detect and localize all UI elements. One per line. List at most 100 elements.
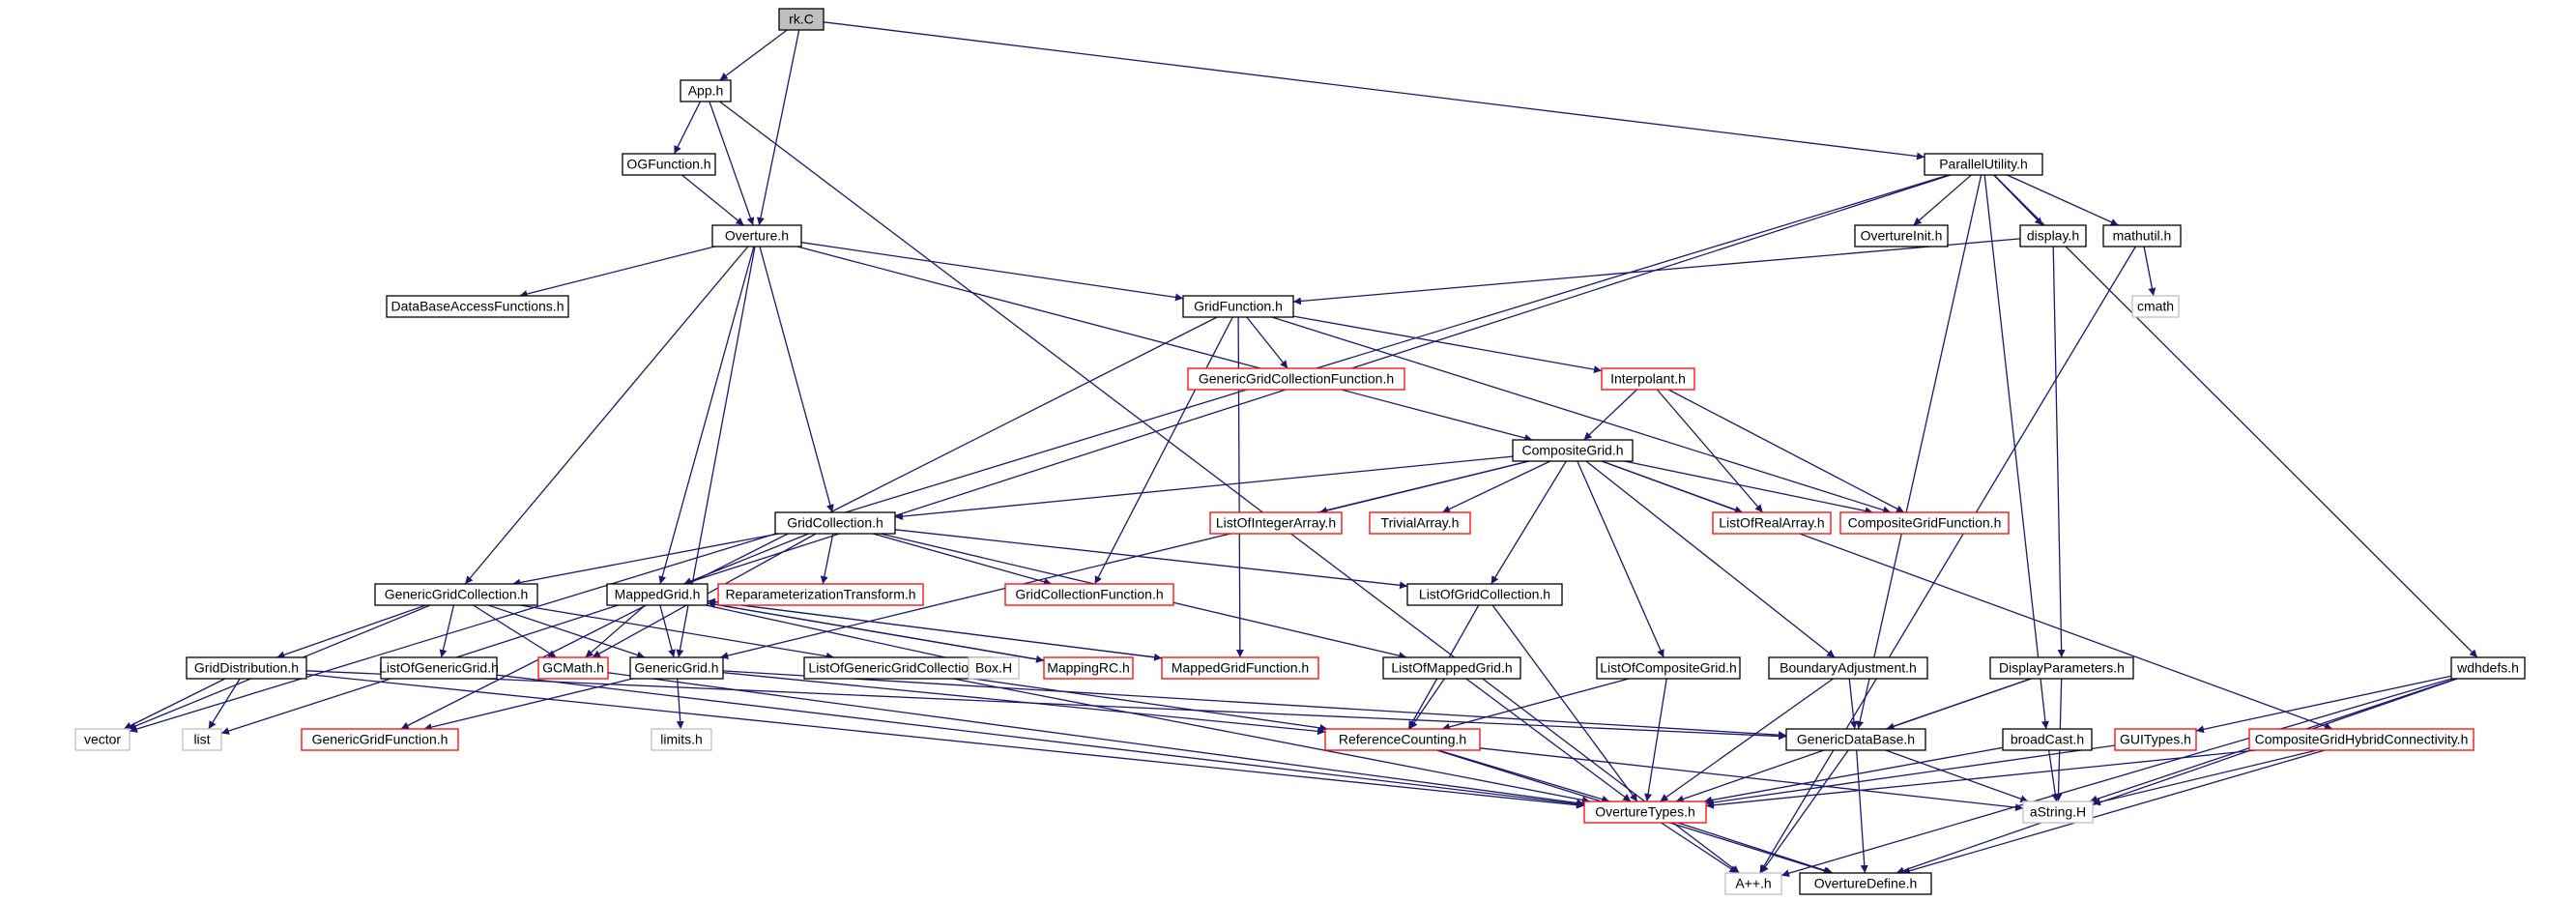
node-mappedgrid[interactable]: MappedGrid.h [606,583,709,606]
edge-gridfunc-to-interp [1292,315,1603,374]
node-label: ListOfMappedGrid.h [1391,660,1512,676]
node-ovinit[interactable]: OvertureInit.h [1854,224,1949,247]
edge-gridcoll-to-logc [894,529,1408,590]
node-dispparams[interactable]: DisplayParameters.h [1989,656,2134,680]
node-broadcast[interactable]: broadCast.h [2002,728,2093,751]
node-label: GridDistribution.h [194,660,299,676]
node-cghc[interactable]: CompositeGridHybridConnectivity.h [2248,728,2475,751]
node-locg[interactable]: ListOfCompositeGrid.h [1596,656,1741,680]
node-box [2002,728,2093,751]
node-genericgrid[interactable]: GenericGrid.h [629,656,724,680]
node-gdb[interactable]: GenericDataBase.h [1785,728,1926,751]
node-label: GenericGrid.h [634,660,718,676]
node-ovdefine[interactable]: OvertureDefine.h [1799,872,1932,895]
node-overture[interactable]: Overture.h [711,224,802,247]
node-box [1004,583,1174,606]
node-box [651,728,712,751]
node-mathutil[interactable]: mathutil.h [2102,224,2182,247]
node-astring: aString.H [2022,800,2094,824]
node-label: App.h [688,83,724,99]
node-box [606,583,709,606]
node-gridcoll[interactable]: GridCollection.h [774,511,896,535]
node-label: OvertureDefine.h [1814,876,1918,891]
node-box [2248,728,2475,751]
edge-rk-to-app [719,29,788,81]
edge-mappedgrid-to-gcmath [585,604,646,658]
edge-overture-to-gridfunc [800,242,1184,302]
node-griddist[interactable]: GridDistribution.h [186,656,307,680]
node-label: GridCollection.h [787,515,883,531]
node-guitypes[interactable]: GUITypes.h [2114,728,2197,751]
node-display[interactable]: display.h [2019,224,2087,247]
node-ogfunc[interactable]: OGFunction.h [622,153,716,176]
node-label: limits.h [660,732,703,747]
node-box [1989,656,2134,680]
node-label: mathutil.h [2113,228,2172,244]
edge-mappedgrid-to-boxh [706,604,970,665]
node-ovtypes[interactable]: OvertureTypes.h [1583,800,1707,824]
node-loia[interactable]: ListOfIntegerArray.h [1209,511,1343,535]
node-label: display.h [2027,228,2079,244]
node-label: Overture.h [725,228,789,244]
node-app[interactable]: App.h [680,79,732,102]
edge-gridfunc-to-cgf [1271,316,1892,514]
node-box [774,511,896,535]
node-box [374,583,538,606]
edge-parutil-to-mathutil [2007,174,2119,226]
node-wdhdefs[interactable]: wdhdefs.h [2450,656,2526,680]
edge-gridcoll-to-ggc [512,533,779,587]
node-ggc[interactable]: GenericGridCollection.h [374,583,538,606]
node-loggc[interactable]: ListOfGenericGridCollection.h [803,656,993,680]
node-gcf[interactable]: GridCollectionFunction.h [1004,583,1174,606]
node-list: list [182,728,222,751]
node-boundadj[interactable]: BoundaryAdjustment.h [1768,656,1928,680]
node-lora[interactable]: ListOfRealArray.h [1712,511,1832,535]
node-mgf[interactable]: MappedGridFunction.h [1161,656,1319,680]
node-box [1799,872,1932,895]
node-label: DisplayParameters.h [1999,660,2125,676]
node-logc[interactable]: ListOfGridCollection.h [1406,583,1563,606]
node-mappingrc[interactable]: MappingRC.h [1043,656,1134,680]
node-ggf[interactable]: GenericGridFunction.h [301,728,459,751]
node-box [1768,656,1928,680]
edge-broadcast-to-astring [2047,749,2060,802]
node-cgf[interactable]: CompositeGridFunction.h [1839,511,2010,535]
node-gridfunc[interactable]: GridFunction.h [1182,295,1294,318]
edge-ovtypes-to-appp [1661,822,1738,874]
edge-interp-to-lora [1656,389,1764,513]
node-label: CompositeGrid.h [1521,443,1623,458]
edge-genericgrid-to-ggf [423,678,633,732]
node-lomg[interactable]: ListOfMappedGrid.h [1382,656,1521,680]
node-ggcf[interactable]: GenericGridCollectionFunction.h [1187,367,1405,391]
node-refcount[interactable]: ReferenceCounting.h [1324,728,1481,751]
node-boxh: Box.H [968,656,1020,680]
node-compgrid[interactable]: CompositeGrid.h [1512,439,1634,462]
edge-rk-to-parutil [823,21,1925,160]
node-box [1512,439,1634,462]
edge-cghc-to-ovdefine [1901,749,2326,875]
node-reparam[interactable]: ReparameterizationTransform.h [717,583,924,606]
edge-gridfunc-to-mgf [1235,316,1244,658]
node-logg[interactable]: ListOfGenericGrid.h [379,656,499,680]
node-rk[interactable]: rk.C [778,8,825,31]
node-box [1785,728,1926,751]
node-gcmath[interactable]: GCMath.h [537,656,609,680]
node-label: Interpolant.h [1610,371,1686,387]
node-interp[interactable]: Interpolant.h [1601,367,1695,391]
node-box [1712,511,1832,535]
edge-compgrid-to-boundadj [1585,460,1836,658]
node-box [1161,656,1319,680]
node-box [2019,224,2087,247]
node-dbaccess[interactable]: DataBaseAccessFunctions.h [386,295,569,318]
node-label: list [193,732,210,747]
edge-refcount-to-ovtypes [1437,749,1610,803]
edge-gdb-to-appp [1760,749,1849,874]
node-box [622,153,716,176]
edge-gridcoll-to-mappedgrid [683,533,809,585]
edge-parutil-to-broadcast [1983,174,2049,730]
node-box [968,656,1020,680]
node-parutil[interactable]: ParallelUtility.h [1924,153,2043,176]
node-box [1324,728,1481,751]
node-trivarr[interactable]: TrivialArray.h [1369,511,1471,535]
